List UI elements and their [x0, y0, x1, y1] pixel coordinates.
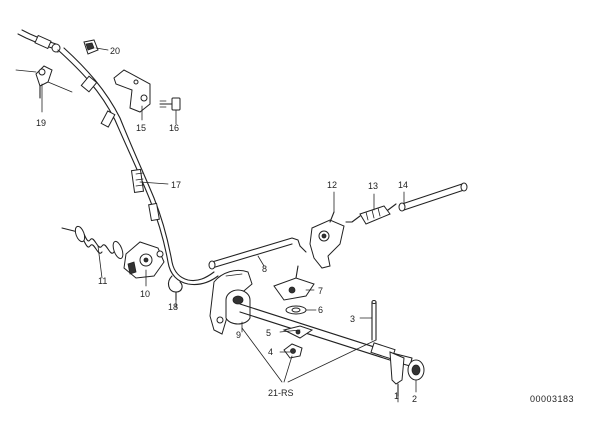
- callout-9: 9: [236, 330, 241, 340]
- hook-18[interactable]: [167, 275, 183, 301]
- plate-5[interactable]: [282, 325, 314, 339]
- bell-crank-12[interactable]: [309, 211, 345, 269]
- rod-14[interactable]: [398, 182, 468, 212]
- main-shaft[interactable]: [239, 303, 413, 367]
- callout-4: 4: [268, 347, 273, 357]
- callout-3: 3: [350, 314, 355, 324]
- callout-labels: 1 2 3 4 5 6 7 8 9 10 11 12 13 14 15 16 1…: [36, 46, 417, 404]
- cam-plate-7[interactable]: [273, 265, 315, 301]
- callout-7: 7: [318, 286, 323, 296]
- cap-nut-2[interactable]: [407, 359, 425, 381]
- callout-17: 17: [171, 180, 181, 190]
- callout-16: 16: [169, 123, 179, 133]
- nut-4[interactable]: [283, 343, 303, 359]
- adjuster-13[interactable]: [345, 203, 397, 225]
- callout-14: 14: [398, 180, 408, 190]
- callout-18: 18: [168, 302, 178, 312]
- callout-6: 6: [318, 305, 323, 315]
- callout-1: 1: [394, 391, 399, 401]
- clip-19[interactable]: [15, 65, 73, 99]
- grommet-20[interactable]: [83, 39, 99, 55]
- callout-20: 20: [110, 46, 120, 56]
- bolt-16[interactable]: [159, 97, 181, 111]
- callout-19: 19: [36, 118, 46, 128]
- bushing-9[interactable]: [225, 289, 251, 325]
- callout-15: 15: [136, 123, 146, 133]
- leader-lines: [41, 47, 417, 403]
- pin-3[interactable]: [371, 300, 377, 341]
- bracket-15[interactable]: [113, 69, 151, 113]
- diagram-reference-number: 00003183: [530, 394, 574, 404]
- cable-assembly[interactable]: [17, 29, 219, 286]
- callout-8: 8: [262, 264, 267, 274]
- callout-11: 11: [98, 276, 107, 286]
- callout-2: 2: [412, 394, 417, 404]
- callout-5: 5: [266, 328, 271, 338]
- callout-21-rs: 21-RS: [268, 388, 294, 398]
- end-lever-1[interactable]: [389, 351, 405, 397]
- callout-12: 12: [327, 180, 337, 190]
- spring-11[interactable]: [61, 225, 125, 260]
- lever-10[interactable]: [123, 241, 165, 279]
- washer-6[interactable]: [285, 305, 307, 315]
- callout-13: 13: [368, 181, 378, 191]
- callout-10: 10: [140, 289, 150, 299]
- rod-8[interactable]: [208, 237, 307, 270]
